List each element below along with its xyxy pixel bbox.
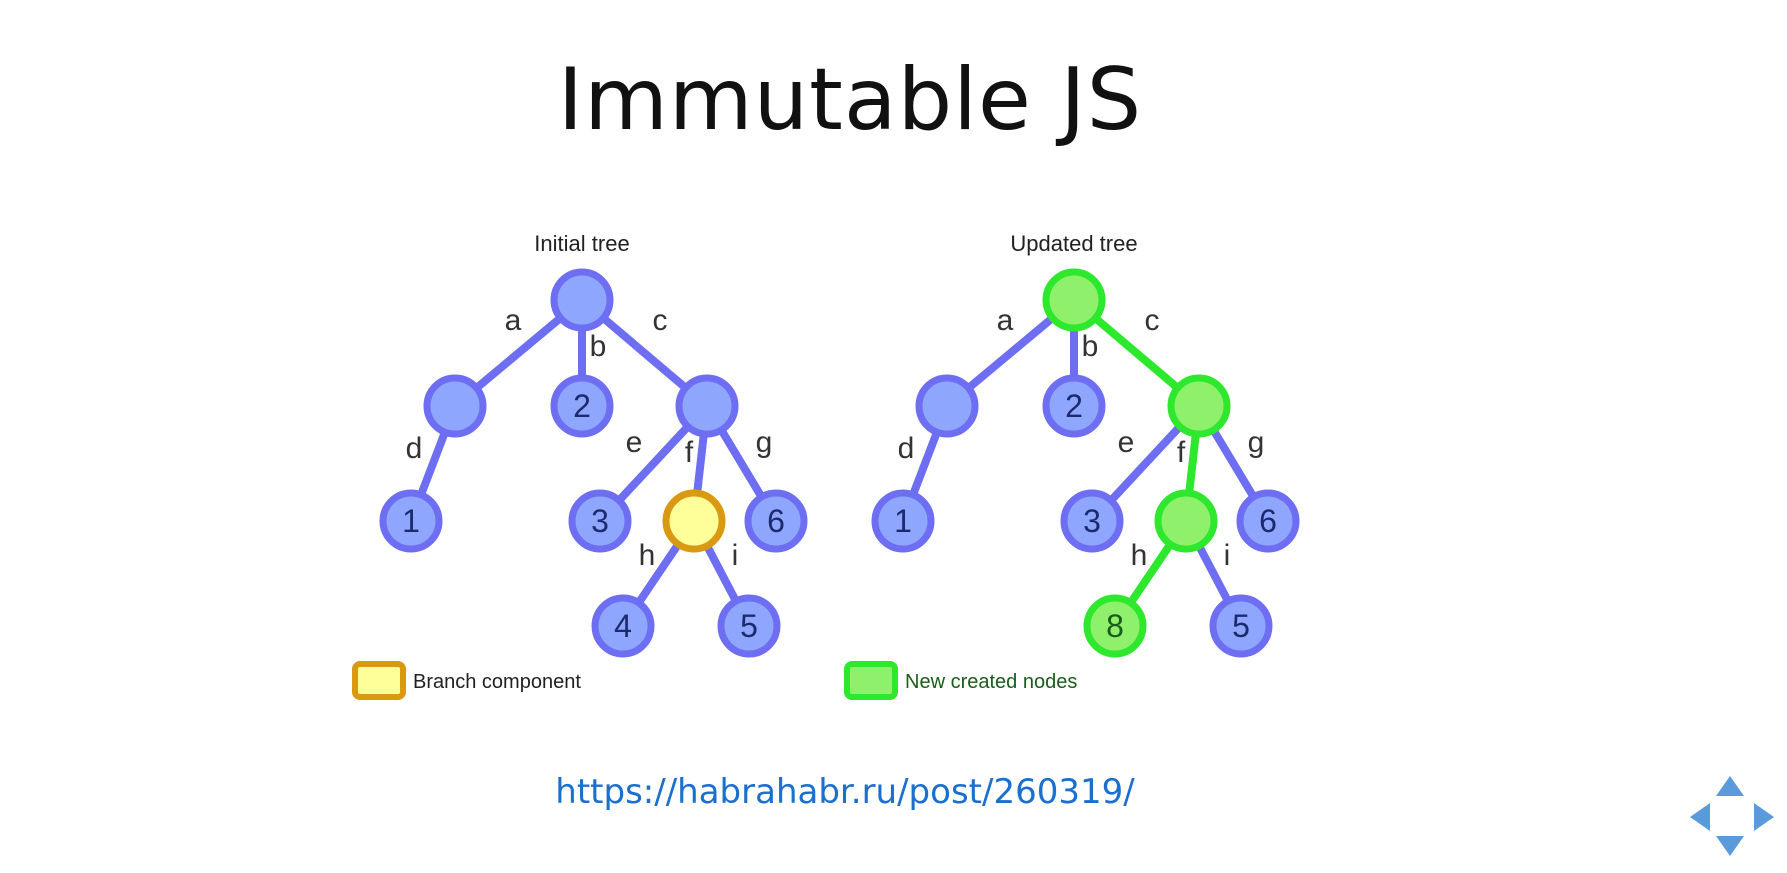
edge-label-i: i: [1224, 539, 1231, 572]
edge-label-i: i: [732, 539, 739, 572]
edge-label-h: h: [639, 539, 656, 572]
tree-node: [871, 489, 935, 553]
legend-swatch: [352, 661, 406, 700]
node-label: 3: [591, 503, 609, 539]
node-label: 1: [894, 503, 912, 539]
edge-label-f: f: [1177, 436, 1186, 469]
tree-node: [379, 489, 443, 553]
tree-node: [423, 374, 487, 438]
node-label: 5: [1232, 608, 1250, 644]
node-label: 3: [1083, 503, 1101, 539]
edge-label-a: a: [997, 304, 1014, 337]
tree-node: [915, 374, 979, 438]
node-label: 8: [1106, 608, 1124, 644]
node-label: 2: [573, 388, 591, 424]
legend-label: New created nodes: [905, 671, 1077, 693]
edge-label-h: h: [1131, 539, 1148, 572]
legend-label: Branch component: [413, 671, 581, 693]
edge-label-c: c: [653, 304, 668, 337]
tree-title: Updated tree: [1010, 231, 1137, 256]
tree-node: [1060, 489, 1124, 553]
edge-label-e: e: [1118, 426, 1135, 459]
tree-node: [1209, 594, 1273, 658]
tree-node: [744, 489, 808, 553]
tree-node: [550, 374, 614, 438]
slide-title: Immutable JS: [557, 50, 1143, 150]
edge-label-g: g: [1248, 426, 1265, 459]
node-label: 6: [1259, 503, 1277, 539]
edge-label-d: d: [406, 432, 423, 465]
tree-node: [1083, 594, 1147, 658]
edge-label-b: b: [1082, 330, 1099, 363]
tree-node: [1042, 374, 1106, 438]
tree-node: [675, 374, 739, 438]
edge-label-e: e: [626, 426, 643, 459]
tree-node: [550, 268, 614, 332]
node-label: 2: [1065, 388, 1083, 424]
tree-node: [1042, 268, 1106, 332]
tree-node: [1236, 489, 1300, 553]
edge-label-c: c: [1145, 304, 1160, 337]
nav-left-arrow-icon[interactable]: [1690, 803, 1710, 831]
tree-node: [591, 594, 655, 658]
edge-label-b: b: [590, 330, 607, 363]
edge-label-f: f: [685, 436, 694, 469]
nav-down-arrow-icon[interactable]: [1716, 836, 1744, 856]
edge-label-d: d: [898, 432, 915, 465]
nav-right-arrow-icon[interactable]: [1754, 803, 1774, 831]
tree-node: [662, 489, 726, 553]
tree-node: [1154, 489, 1218, 553]
source-link[interactable]: https://habrahabr.ru/post/260319/: [555, 772, 1135, 812]
node-label: 4: [614, 608, 632, 644]
tree-node: [568, 489, 632, 553]
edge-label-a: a: [505, 304, 522, 337]
tree-title: Initial tree: [534, 231, 629, 256]
tree-node: [1167, 374, 1231, 438]
edge-label-g: g: [756, 426, 773, 459]
node-label: 1: [402, 503, 420, 539]
nav-up-arrow-icon[interactable]: [1716, 776, 1744, 796]
node-label: 6: [767, 503, 785, 539]
legend-swatch: [844, 661, 898, 700]
tree-node: [717, 594, 781, 658]
node-label: 5: [740, 608, 758, 644]
